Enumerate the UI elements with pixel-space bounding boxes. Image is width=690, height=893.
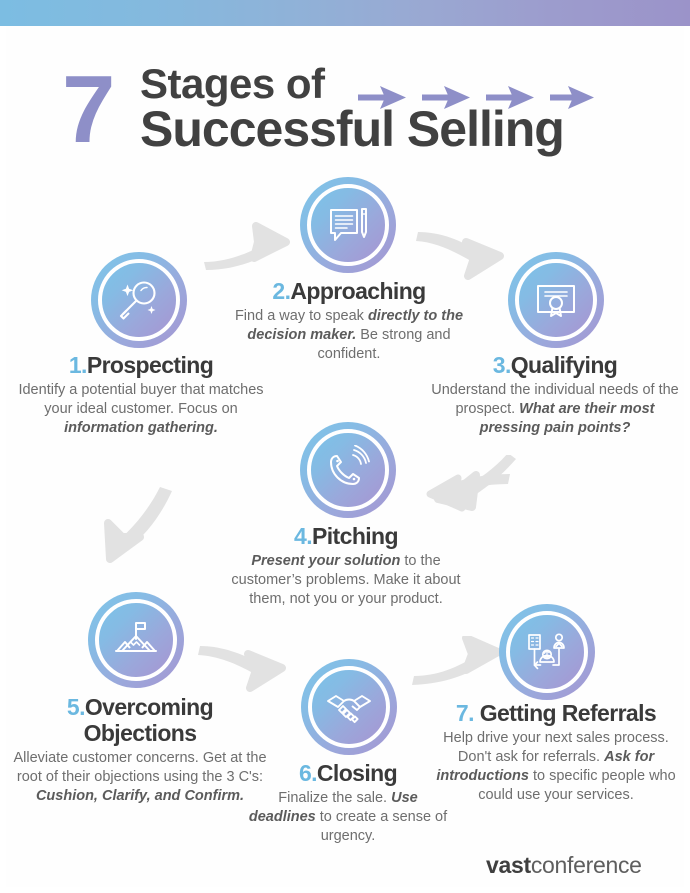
stage-1-icon-circle xyxy=(91,252,187,348)
ringing-phone-icon xyxy=(307,429,389,511)
stage-5-heading: 5.Overcoming Objections xyxy=(8,694,272,746)
stage-2-icon-circle xyxy=(300,177,396,273)
logo-light-text: conference xyxy=(530,852,642,878)
stage-4-number: 4. xyxy=(294,523,313,549)
top-gradient-bar xyxy=(0,0,690,26)
stage-6-body: Finalize the sale. Use deadlines to crea… xyxy=(248,790,448,844)
stage-3-text: 3.Qualifying Understand the individual n… xyxy=(424,352,686,438)
certificate-award-icon xyxy=(515,259,597,341)
stage-7-text: 7. Getting Referrals Help drive your nex… xyxy=(426,700,686,805)
stage-2-text: 2.Approaching Find a way to speak direct… xyxy=(222,278,476,364)
stage-5-number: 5. xyxy=(66,694,86,720)
referral-network-icon xyxy=(506,611,588,693)
stage-3-title: Qualifying xyxy=(510,352,618,378)
speech-bubble-pen-icon xyxy=(307,184,389,266)
stage-1-text: 1.Prospecting Identify a potential buyer… xyxy=(10,352,272,438)
stage-1-number: 1. xyxy=(68,352,88,378)
stage-5-body: Alleviate customer concerns. Get at the … xyxy=(13,750,267,804)
header-number: 7 xyxy=(62,56,115,163)
stage-5-title: Overcoming Objections xyxy=(83,694,214,746)
stage-3-icon-circle xyxy=(508,252,604,348)
stage-3-body: Understand the individual needs of the p… xyxy=(431,382,679,436)
stage-6-number: 6. xyxy=(298,760,318,786)
stage-6-heading: 6.Closing xyxy=(248,760,448,786)
connector-arrow-6-to-7 xyxy=(410,636,502,688)
stage-5-icon-circle xyxy=(88,592,184,688)
stage-6-icon-circle xyxy=(301,659,397,755)
connector-arrow-1-to-2 xyxy=(198,222,290,274)
header-title-line2: Successful Selling xyxy=(140,101,565,157)
stage-1-title: Prospecting xyxy=(86,352,214,378)
stage-4-body: Present your solution to the customer’s … xyxy=(231,553,461,607)
stage-3-heading: 3.Qualifying xyxy=(424,352,686,378)
stage-3-number: 3. xyxy=(492,352,512,378)
stage-7-icon-circle xyxy=(499,604,595,700)
stage-4-heading: 4.Pitching xyxy=(215,523,477,549)
stage-5-text: 5.Overcoming Objections Alleviate custom… xyxy=(8,694,272,806)
magnifying-glass-icon xyxy=(98,259,180,341)
mountain-flag-icon xyxy=(95,599,177,681)
stage-2-body: Find a way to speak directly to the deci… xyxy=(234,308,464,362)
header-title-line1: Stages of xyxy=(140,60,325,107)
header-arrow-group xyxy=(358,82,610,119)
stage-7-body: Help drive your next sales process. Don'… xyxy=(436,730,676,803)
stage-6-title: Closing xyxy=(316,760,398,786)
connector-arrow-4-to-5 xyxy=(96,487,186,569)
stage-4-text: 4.Pitching Present your solution to the … xyxy=(215,523,477,609)
vast-conference-logo: vastconference xyxy=(486,852,642,878)
header: 7 Stages of Successful Selling xyxy=(0,26,690,161)
stage-2-heading: 2.Approaching xyxy=(222,278,476,304)
stage-7-number: 7. xyxy=(455,700,475,726)
stage-4-title: Pitching xyxy=(312,523,399,549)
connector-arrow-2-to-3 xyxy=(414,226,506,282)
stage-1-body: Identify a potential buyer that matches … xyxy=(18,382,264,436)
handshake-icon xyxy=(308,666,390,748)
stage-2-number: 2. xyxy=(272,278,291,304)
connector-arrow-5-to-6 xyxy=(196,640,288,692)
connector-arrow-inbound-pitching xyxy=(424,472,514,512)
stage-2-title: Approaching xyxy=(290,278,426,304)
logo-bold-text: vast xyxy=(486,852,531,878)
stage-6-text: 6.Closing Finalize the sale. Use deadlin… xyxy=(248,760,448,846)
stage-4-icon-circle xyxy=(300,422,396,518)
stage-1-heading: 1.Prospecting xyxy=(10,352,272,378)
stage-7-heading: 7. Getting Referrals xyxy=(426,700,686,726)
stage-7-title: Getting Referrals xyxy=(479,700,657,726)
